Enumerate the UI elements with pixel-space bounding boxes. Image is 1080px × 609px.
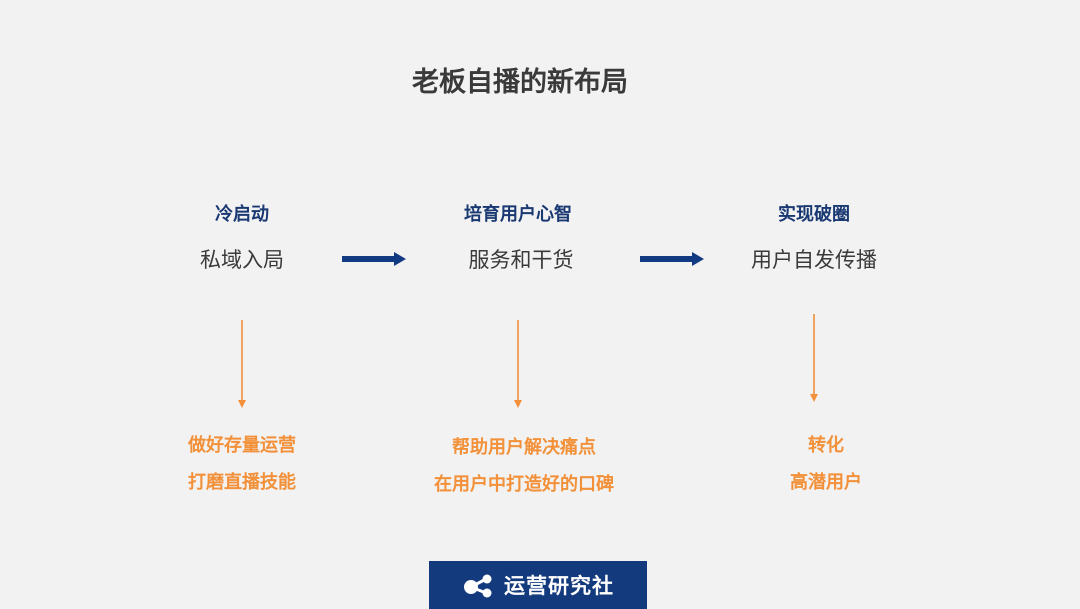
connected-dots-logo-icon	[464, 574, 492, 598]
stage-3-notes: 转化 高潜用户	[676, 427, 976, 501]
stage-1-subject: 私域入局	[200, 248, 284, 272]
stage-3-note-2: 高潜用户	[790, 472, 862, 493]
page-title: 老板自播的新布局	[412, 67, 628, 98]
stage-2-down-arrow	[514, 320, 522, 408]
stage-3-heading: 实现破圈	[778, 204, 850, 225]
stage-1-note-1: 做好存量运营	[188, 435, 296, 456]
stage-3-subject: 用户自发传播	[751, 248, 877, 272]
stage-1-note-2: 打磨直播技能	[188, 472, 296, 493]
flow-arrow-2	[640, 252, 704, 266]
stage-3-down-arrow	[810, 314, 818, 402]
stage-1-heading: 冷启动	[215, 204, 269, 225]
stage-2-subject: 服务和干货	[468, 248, 574, 272]
brand-badge: 运营研究社	[429, 561, 647, 609]
flow-arrow-1	[342, 252, 406, 266]
stage-2-note-2: 在用户中打造好的口碑	[434, 474, 614, 495]
stage-2-heading: 培育用户心智	[464, 204, 572, 225]
stage-2-notes: 帮助用户解决痛点 在用户中打造好的口碑	[374, 429, 674, 503]
stage-1-down-arrow	[238, 320, 246, 408]
stage-3-note-1: 转化	[808, 435, 844, 456]
stage-2-note-1: 帮助用户解决痛点	[452, 437, 596, 458]
brand-name: 运营研究社	[504, 574, 614, 598]
stage-1-notes: 做好存量运营 打磨直播技能	[92, 427, 392, 501]
